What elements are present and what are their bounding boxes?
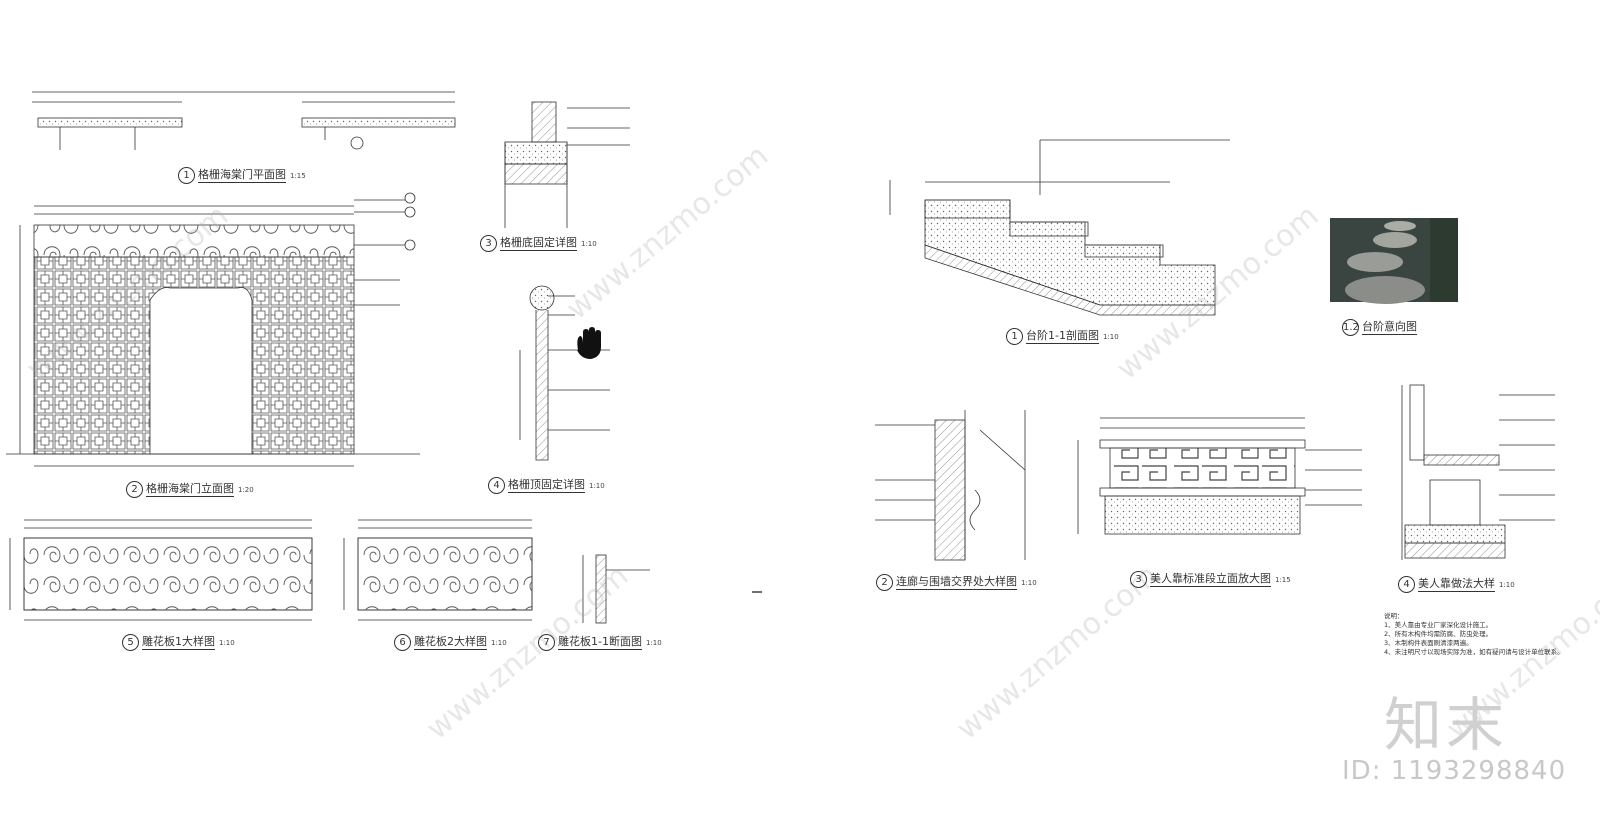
bench-detail: [1401, 384, 1555, 560]
notes-heading: 说明：: [1384, 612, 1404, 620]
notes-block: 说明： 1、美人靠由专业厂家深化设计施工。 2、所有木构件均需防腐、防虫处理。 …: [1384, 612, 1564, 657]
carved-panel-2: [343, 519, 533, 621]
note-item: 1、美人靠由专业厂家深化设计施工。: [1384, 621, 1493, 629]
carved-panel-1: [9, 519, 313, 621]
gate-elevation: [6, 192, 420, 467]
note-item: 2、所有木构件均需防腐、防虫处理。: [1384, 630, 1493, 638]
panel-section: [582, 554, 762, 624]
step-photo-frame: [1330, 218, 1458, 304]
note-item: 3、木制构件表面刷清漆两遍。: [1384, 639, 1473, 647]
note-item: 4、未注明尺寸以现场实际为准，如有疑问请与设计单位联系。: [1384, 648, 1564, 656]
hand-cursor-icon: [577, 327, 601, 359]
image-id-label: ID: 1193298840: [1342, 756, 1567, 786]
bench-elevation: [1077, 417, 1362, 535]
corridor-wall-detail: [875, 410, 1026, 561]
base-detail: [504, 101, 630, 228]
plan-drawing: [32, 91, 456, 150]
brand-logo-text: 知末: [1384, 691, 1509, 759]
top-detail: [519, 285, 610, 461]
step-section: [889, 139, 1230, 316]
